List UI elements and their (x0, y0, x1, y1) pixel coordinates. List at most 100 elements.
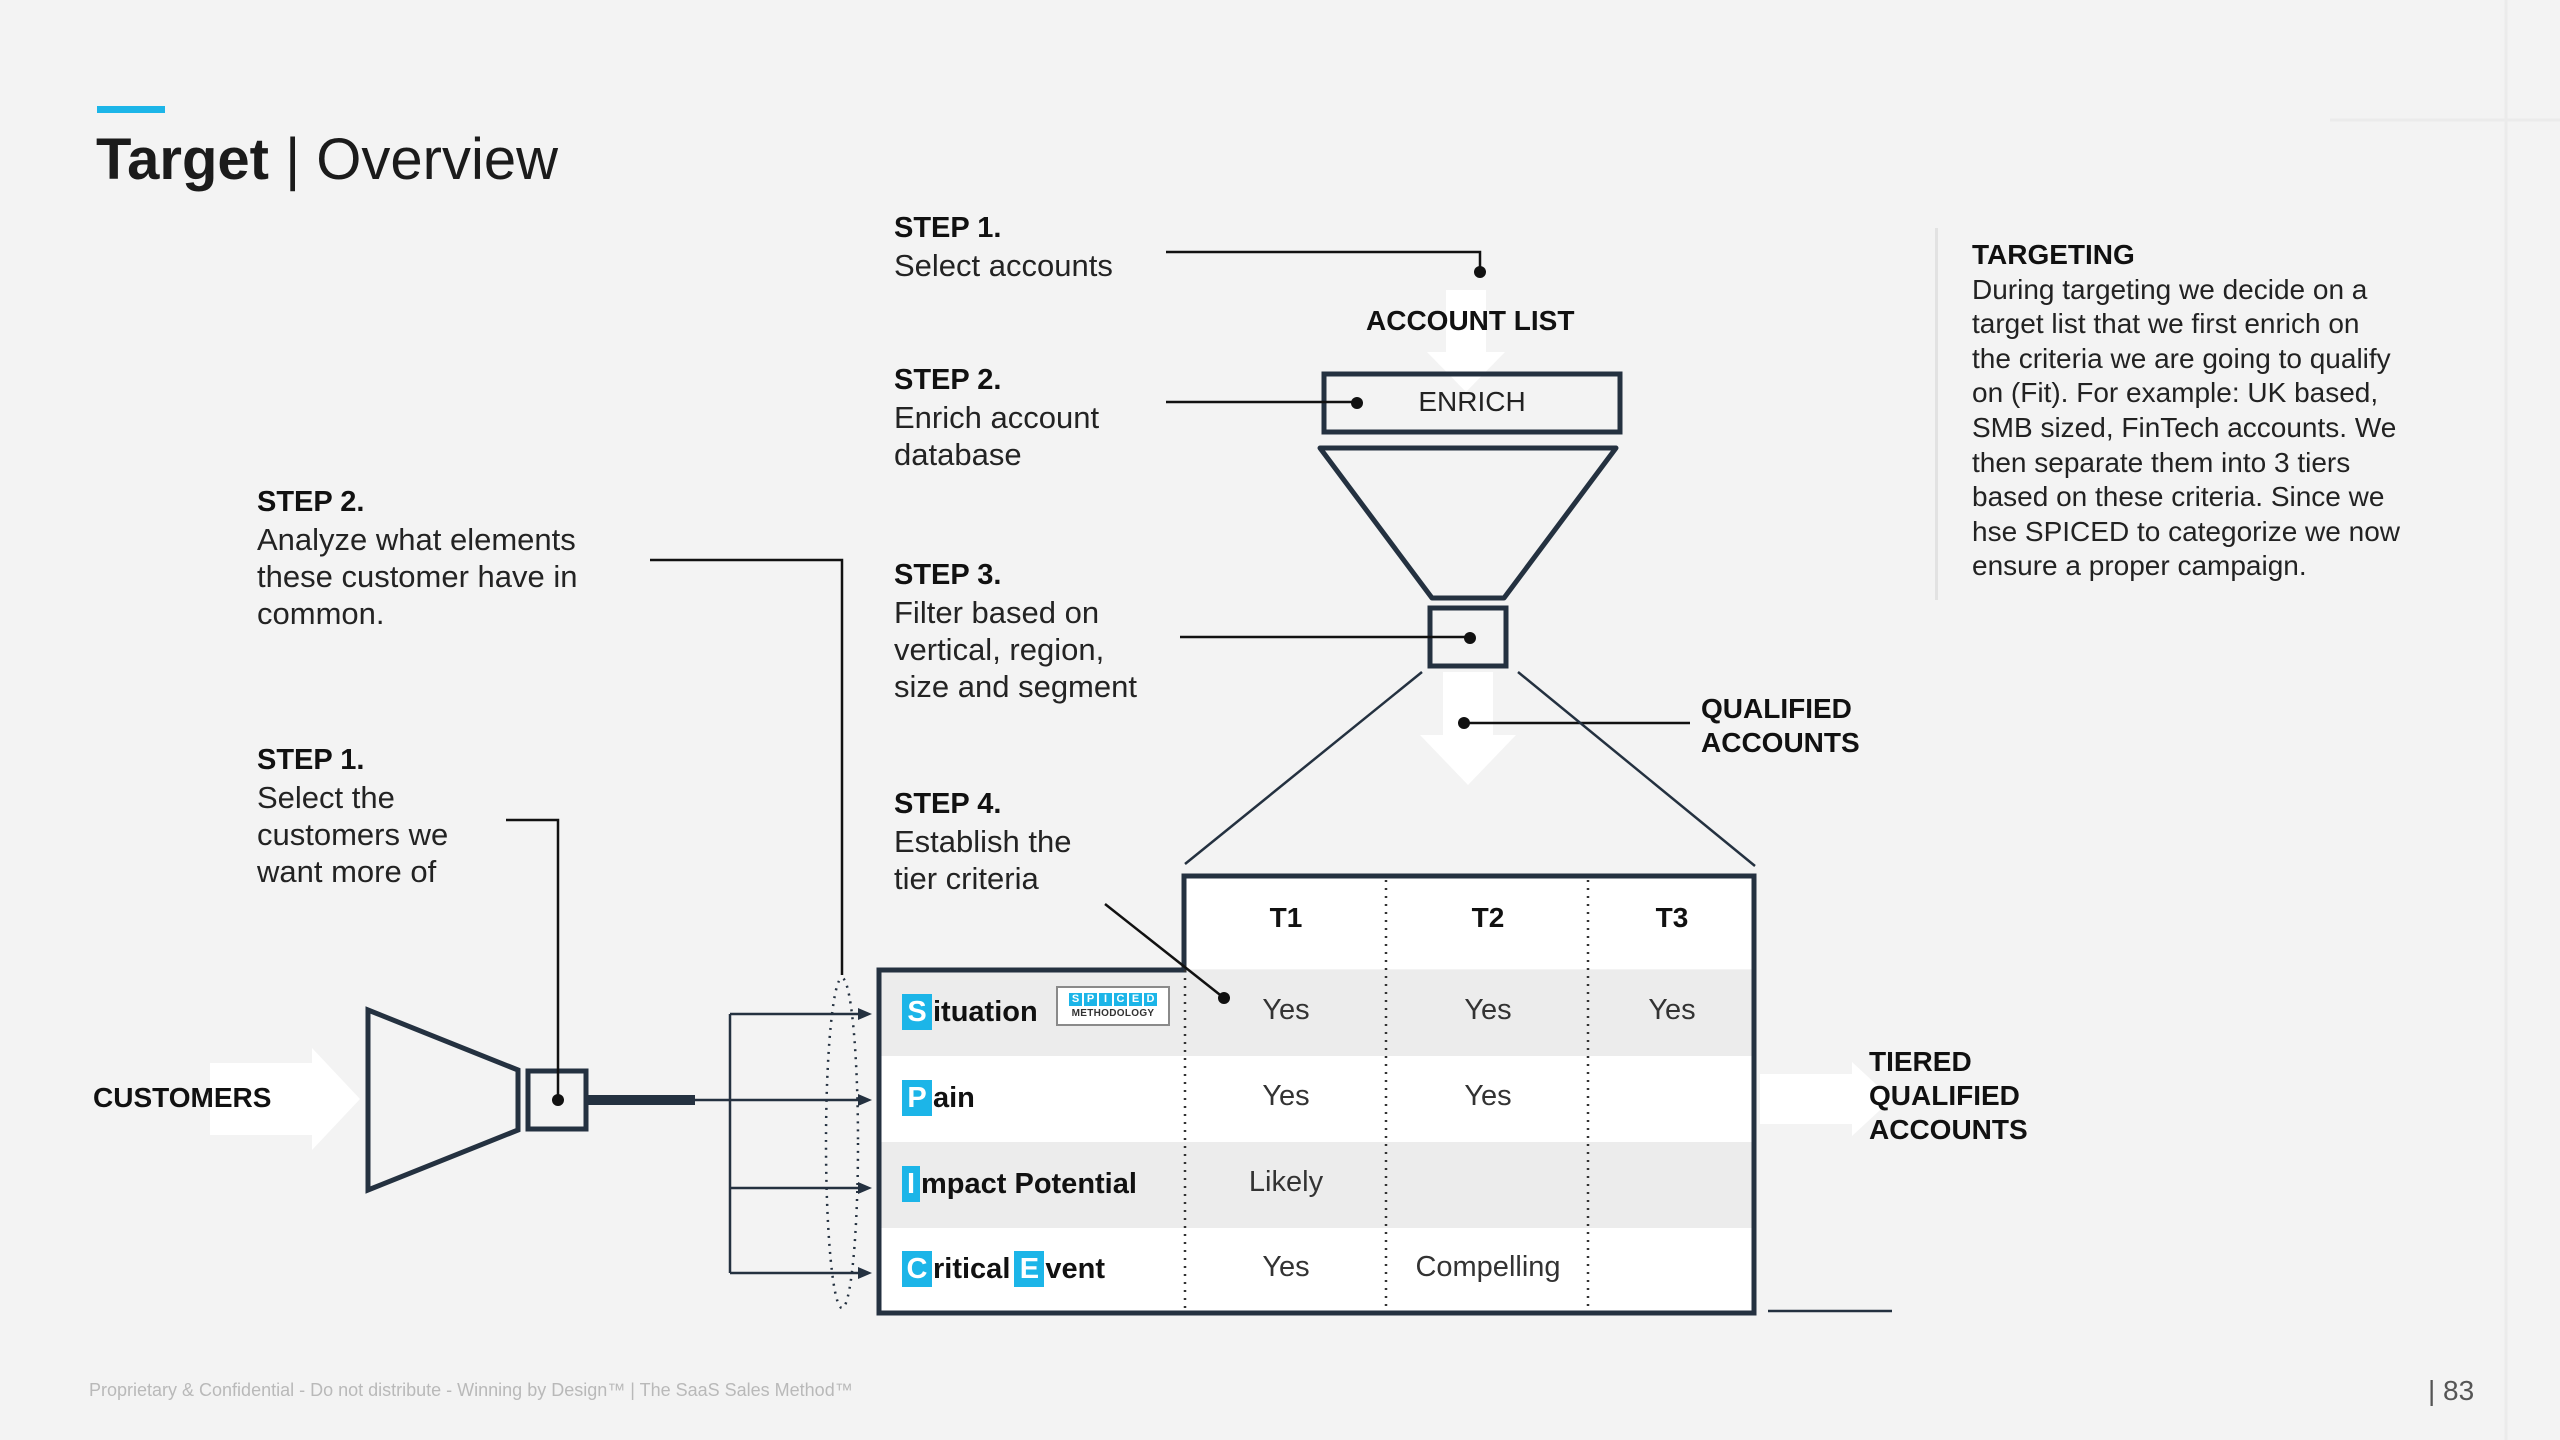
center-step2-dot (1351, 397, 1363, 409)
tiered-label-line: ACCOUNTS (1869, 1114, 2028, 1145)
footer-disclaimer: Proprietary & Confidential - Do not dist… (89, 1380, 853, 1400)
center-step1-connector (1166, 250, 1482, 272)
spiced-cap-s: S (902, 994, 932, 1030)
table-row2-bg (879, 1056, 1754, 1142)
table-cell: Likely (1248, 1166, 1324, 1198)
center-step4-connector (1104, 903, 1225, 999)
account-list-arrow (1427, 290, 1505, 392)
qualified-arrow (1420, 672, 1516, 785)
row-label-rest: ituation (933, 995, 1038, 1028)
targeting-line: target list that we first enrich on (1972, 308, 2360, 340)
left-step1-connector (506, 818, 560, 1100)
table-col-t3: T3 (1655, 902, 1689, 933)
qualified-label-line: ACCOUNTS (1701, 727, 1860, 758)
spread-left-line (1184, 671, 1423, 865)
customers-label: CUSTOMERS (93, 1082, 272, 1113)
center-step4-line: Establish the (894, 824, 1072, 859)
left-step2-heading: STEP 2. (257, 486, 365, 518)
center-step3-line: size and segment (894, 669, 1137, 704)
row-label-rest2: vent (1045, 1252, 1106, 1285)
targeting-line: ensure a proper campaign. (1972, 550, 2307, 582)
left-step1-dot (552, 1094, 564, 1106)
center-step2-heading: STEP 2. (894, 364, 1002, 396)
left-step1: STEP 1. Select the customers we want mor… (257, 742, 448, 890)
table-cell: Yes (1648, 994, 1696, 1026)
table-header-bg (1184, 876, 1754, 969)
spiced-badge-letters: S P I C E D (1069, 993, 1157, 1006)
table-cell: Compelling (1415, 1251, 1561, 1283)
targeting-line: SMB sized, FinTech accounts. We (1972, 411, 2397, 443)
targeting-line: hse SPICED to categorize we now (1972, 515, 2400, 547)
spiced-badge-letter: E (1129, 993, 1142, 1006)
tiered-label-line: TIERED (1869, 1046, 1972, 1077)
left-step2-line: Analyze what elements (257, 522, 576, 557)
tiered-label-line: QUALIFIED (1869, 1080, 2020, 1111)
center-step2: STEP 2. Enrich account database (894, 362, 1099, 473)
page-title: Target | Overview (96, 124, 558, 196)
spiced-cap-p: P (902, 1080, 932, 1116)
center-step3: STEP 3. Filter based on vertical, region… (894, 557, 1137, 705)
spiced-cap-c: C (902, 1251, 932, 1287)
spiced-badge-caption: METHODOLOGY (1071, 1008, 1155, 1019)
qualified-label-line: QUALIFIED (1701, 693, 1852, 724)
center-step3-heading: STEP 3. (894, 559, 1002, 591)
page-title-light: Overview (316, 127, 558, 192)
title-accent-bar (97, 106, 165, 113)
account-list-label: ACCOUNT LIST (1366, 305, 1575, 336)
targeting-line: on (Fit). For example: UK based, (1972, 377, 2379, 409)
row-label-rest: mpact Potential (921, 1167, 1137, 1200)
center-step3-line: vertical, region, (894, 632, 1105, 667)
left-step1-heading: STEP 1. (257, 744, 365, 776)
targeting-line: the criteria we are going to qualify (1972, 342, 2391, 374)
spiced-badge-letter: C (1114, 993, 1127, 1006)
table-row3-bg (879, 1142, 1754, 1228)
table-row1-bg (879, 970, 1754, 1056)
table-cell: Yes (1262, 994, 1310, 1026)
table-col-t1: T1 (1269, 902, 1303, 933)
row-label-rest: ritical (933, 1252, 1011, 1285)
branch-arrows (730, 1008, 872, 1279)
spiced-cap-i: I (902, 1166, 920, 1202)
table-cell: Yes (1464, 994, 1512, 1026)
spiced-cap-e: E (1014, 1251, 1045, 1287)
center-step4-line: tier criteria (894, 861, 1039, 896)
center-step2-line: database (894, 437, 1022, 472)
center-step3-line: Filter based on (894, 595, 1100, 630)
spiced-badge-letter: D (1144, 993, 1157, 1006)
tiered-arrow (1760, 1062, 1892, 1136)
row-label-rest: ain (933, 1081, 975, 1114)
spiced-badge-letter: P (1084, 993, 1097, 1006)
customers-arrow (210, 1048, 360, 1150)
targeting-line: based on these criteria. Since we (1972, 481, 2385, 513)
filter-funnel (1317, 445, 1619, 601)
spiced-badge-letter: I (1099, 993, 1112, 1006)
center-step4: STEP 4. Establish the tier criteria (894, 786, 1072, 897)
selection-ellipse (824, 976, 860, 1310)
spiced-badge-letter: S (1069, 993, 1082, 1006)
left-step1-line: want more of (257, 854, 437, 889)
qualified-dot (1458, 717, 1470, 729)
left-step2: STEP 2. Analyze what elements these cust… (257, 484, 578, 632)
table-cell: Yes (1262, 1080, 1310, 1112)
tiered-label: TIERED QUALIFIED ACCOUNTS (1869, 1045, 2028, 1147)
page-title-separator: | (285, 127, 301, 192)
table-cell: Yes (1262, 1251, 1310, 1283)
enrich-label: ENRICH (1418, 386, 1526, 417)
targeting-line: During targeting we decide on a (1972, 273, 2368, 305)
center-step4-heading: STEP 4. (894, 788, 1002, 820)
center-step1-dot (1474, 266, 1486, 278)
center-step3-dot (1464, 632, 1476, 644)
left-step2-connector (650, 558, 844, 975)
page-number: | 83 (2428, 1375, 2475, 1406)
table-cell: Yes (1464, 1080, 1512, 1112)
center-step4-dot (1218, 992, 1230, 1004)
page-title-bold: Target (96, 127, 269, 192)
left-step1-line: customers we (257, 817, 449, 852)
center-step1-line: Select accounts (894, 248, 1113, 283)
targeting-rule (1935, 228, 1938, 600)
center-step1-heading: STEP 1. (894, 212, 1002, 244)
